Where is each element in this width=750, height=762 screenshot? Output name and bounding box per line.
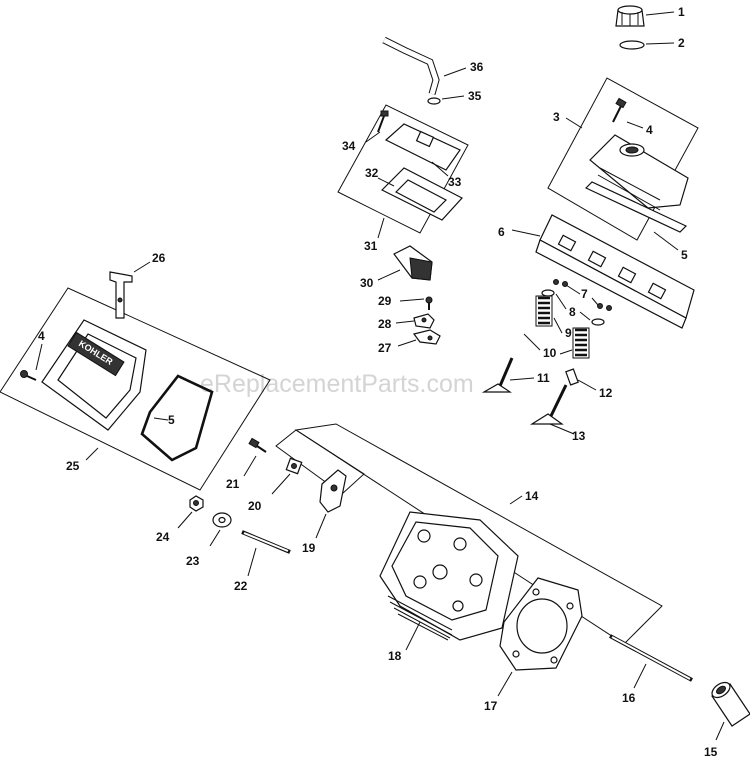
callout-24: 24	[156, 530, 170, 544]
cover-screw-left	[20, 370, 37, 381]
left-valve-cover: KOHLER	[41, 319, 147, 431]
callout-7: 7	[581, 287, 588, 301]
callout-12: 12	[599, 386, 613, 400]
filter-plate	[412, 329, 441, 345]
valve-guide	[565, 368, 579, 386]
callout-5-right: 5	[681, 248, 688, 262]
rocker-arm	[319, 469, 347, 513]
valve-keeper	[553, 279, 559, 285]
head-gasket	[499, 577, 583, 671]
callout-36: 36	[470, 60, 484, 74]
callout-18: 18	[388, 649, 402, 663]
callout-8: 8	[569, 305, 576, 319]
valve-tappet	[711, 681, 750, 727]
hose-clamp	[427, 97, 441, 105]
callout-1: 1	[678, 5, 685, 19]
watermark: eReplacementParts.com	[200, 370, 474, 398]
cover-bolt	[612, 97, 627, 123]
callout-22: 22	[234, 579, 248, 593]
hex-nut	[189, 495, 204, 512]
breather-bolt	[377, 110, 389, 133]
oil-fill-cap	[615, 5, 645, 27]
flat-washer	[212, 512, 232, 528]
breather-hose	[382, 36, 440, 95]
callout-13: 13	[572, 429, 586, 443]
callout-27: 27	[378, 341, 392, 355]
callout-23: 23	[186, 554, 200, 568]
callout-21: 21	[226, 477, 240, 491]
callout-6: 6	[498, 225, 505, 239]
breather-cover	[384, 123, 461, 171]
callout-9: 9	[565, 326, 572, 340]
valve-spring-right	[572, 327, 590, 359]
left-cover-gasket	[140, 374, 214, 462]
spring-retainer	[541, 289, 555, 297]
callout-33: 33	[448, 175, 462, 189]
rocker-stud	[241, 530, 291, 554]
rocker-pivot	[285, 457, 303, 475]
intake-valve	[481, 357, 514, 393]
callout-32: 32	[365, 166, 379, 180]
callout-31: 31	[364, 239, 378, 253]
left-cover-box	[0, 287, 271, 491]
callout-25: 25	[66, 459, 80, 473]
cover-gasket	[584, 181, 688, 233]
callout-4-left: 4	[38, 329, 45, 343]
valve-cover	[589, 134, 689, 211]
rocker-bolt	[248, 437, 267, 453]
callout-14: 14	[525, 489, 539, 503]
exhaust-valve	[529, 384, 568, 425]
lifting-bracket	[109, 271, 133, 319]
valve-cover-box	[547, 77, 699, 241]
valve-spring-left	[535, 295, 553, 327]
callout-5-left: 5	[168, 413, 175, 427]
callout-28: 28	[378, 317, 392, 331]
callout-30: 30	[360, 276, 374, 290]
callout-26: 26	[152, 251, 166, 265]
callout-10: 10	[543, 346, 557, 360]
bracket-screw	[425, 296, 433, 310]
breather-gasket	[380, 167, 463, 221]
callout-15: 15	[704, 745, 718, 759]
o-ring	[619, 40, 645, 50]
breather-filter	[393, 245, 433, 281]
callout-4-top: 4	[646, 123, 653, 137]
callout-3: 3	[553, 110, 560, 124]
callout-35: 35	[468, 89, 482, 103]
rocker-housing	[535, 214, 695, 329]
callout-11: 11	[537, 371, 550, 385]
callout-20: 20	[248, 499, 262, 513]
callout-2: 2	[678, 36, 685, 50]
push-rod	[609, 634, 693, 682]
callout-29: 29	[378, 294, 392, 308]
callout-34: 34	[342, 139, 356, 153]
cylinder-head	[379, 511, 519, 641]
callout-19: 19	[302, 541, 316, 555]
callout-17: 17	[484, 699, 498, 713]
breather-box	[337, 104, 469, 234]
callout-16: 16	[622, 691, 636, 705]
